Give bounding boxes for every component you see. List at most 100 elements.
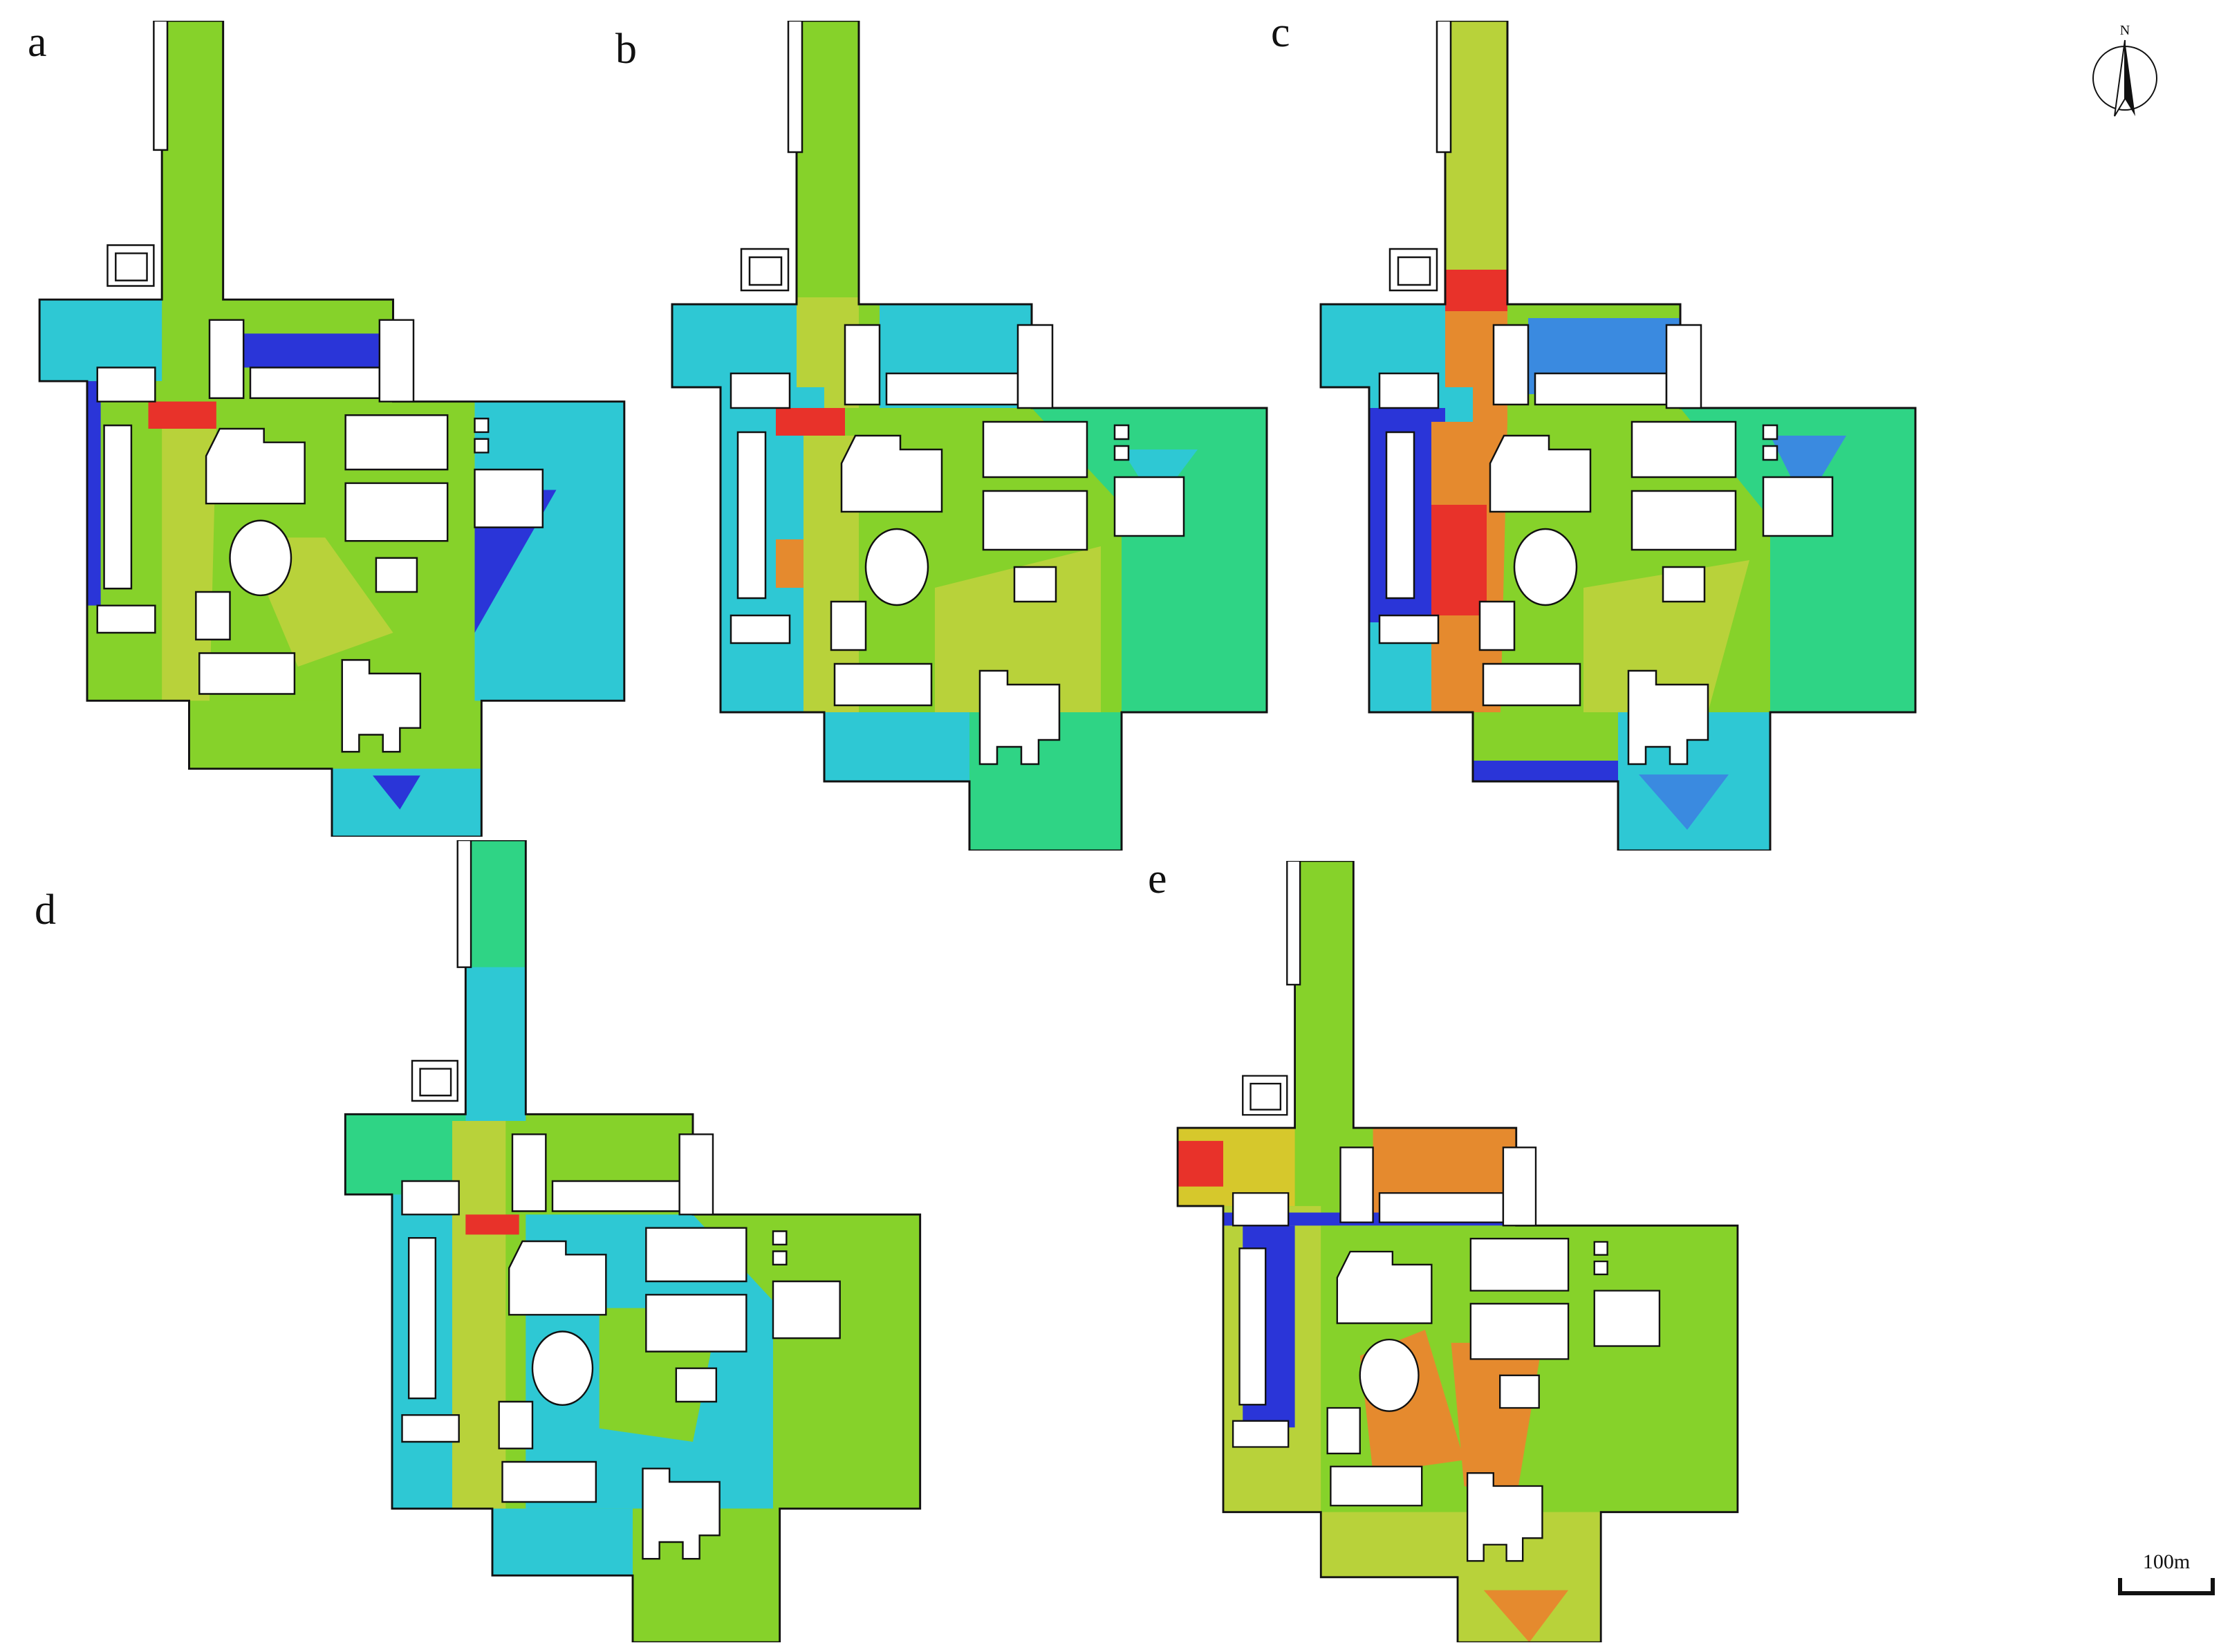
building-small-2 [1762,445,1778,461]
building-nw-square-inner [1249,1082,1282,1111]
panel-label-a: a [28,19,47,66]
building-north-bar [1534,372,1668,406]
site-boundary [344,840,922,1642]
building-sw-slab [96,604,156,634]
building-south-bar [833,662,933,707]
building-nw-square-inner [115,252,148,281]
zone-yellow-green [1321,1512,1458,1577]
building-east-block-2 [982,490,1088,551]
panel-label-c: c [1271,9,1290,56]
scale-bar-icon: 100m [2118,1550,2215,1595]
building-east-block-1 [344,414,449,471]
zone-red [1431,505,1487,615]
zone-blue [243,333,380,368]
zone-red [465,1214,519,1235]
zone-yellow-green [1445,21,1507,311]
building-small-1 [1762,424,1778,440]
building-far-east [1762,476,1834,537]
building-south-cube [1478,600,1516,651]
zone-orange [1483,1590,1569,1642]
building-north-slab [1339,1147,1374,1223]
building-west-box [96,366,156,402]
panel-b-map [671,21,1268,851]
building-circular [229,519,292,597]
panel-d-map [344,840,922,1642]
building-south-bar [1330,1465,1423,1507]
zone-teal-green [1032,408,1267,712]
building-north-slab-2 [678,1133,714,1216]
zone-blue [373,775,420,810]
building-small-2 [474,438,490,454]
zone-blue [87,381,101,606]
building-sw-slab [1378,614,1440,644]
building-north-slab [208,319,245,399]
building-small-1 [772,1230,788,1246]
zone-red [1178,1140,1223,1187]
zone-teal-green [345,1114,466,1195]
building-circular [1513,528,1578,606]
building-east-block-2 [1631,490,1737,551]
zone-red [148,401,216,429]
building-south-small [1662,566,1706,603]
building-south-small [375,557,418,593]
site-boundary [671,21,1268,851]
building-central-hall [205,427,306,505]
building-north-bar [1378,1192,1505,1223]
zone-yellow-green [935,546,1101,712]
building-south-bar [1482,662,1581,707]
building-small-2 [772,1250,788,1266]
zone-yellow-green [797,297,859,408]
zone-red [776,408,845,436]
building-east-block-1 [982,420,1088,479]
building-circular [531,1330,594,1407]
building-south-cube [830,600,867,651]
zone-green [797,21,859,311]
building-nw-square-inner [748,256,783,286]
zone-green [693,1214,920,1509]
building-south-complex [978,669,1061,765]
building-south-small [1013,566,1057,603]
zone-teal-green [1680,408,1915,712]
zone-blue [1473,761,1618,781]
zone-cyan [332,768,482,837]
building-north-slab [844,324,881,406]
north-letter: N [2120,23,2130,38]
zone-orange [1373,1128,1516,1213]
building-north-slab-2 [1502,1147,1537,1227]
site-boundary [1319,21,1917,851]
building-east-block-1 [1631,420,1737,479]
zone-green [1516,1225,1738,1512]
building-far-east [1113,476,1185,537]
zone-cyan [672,304,797,387]
building-north-slab-2 [1665,324,1702,409]
building-tower-strip [1286,861,1301,986]
building-tower-strip [456,840,472,968]
building-central-hall [508,1240,607,1316]
building-tower-strip [1436,21,1452,154]
zone-yellow-green [452,1121,506,1509]
scale-bar-label: 100m [2143,1550,2190,1573]
building-south-cube [498,1400,534,1449]
building-central-hall [1336,1250,1433,1324]
building-north-bar [551,1180,680,1212]
building-nw-square-inner [1397,256,1431,286]
zone-cyan [824,712,969,781]
panel-a-map [38,21,626,837]
building-west-box [1232,1192,1290,1227]
panel-label-b: b [615,26,637,73]
building-east-block-2 [1469,1303,1570,1360]
panel-c-map [1319,21,1917,851]
building-tower-strip [153,21,169,151]
building-west-box [730,372,791,409]
building-west-long [1238,1247,1267,1406]
building-south-cube [1326,1407,1361,1455]
building-north-slab [1492,324,1530,406]
zone-yellow-green [1583,560,1749,712]
building-circular [1359,1338,1420,1412]
zone-green [1294,861,1354,1129]
building-south-complex [341,659,422,753]
building-sw-slab [730,614,791,644]
building-south-small [1499,1374,1540,1409]
building-nw-square-inner [419,1068,452,1097]
